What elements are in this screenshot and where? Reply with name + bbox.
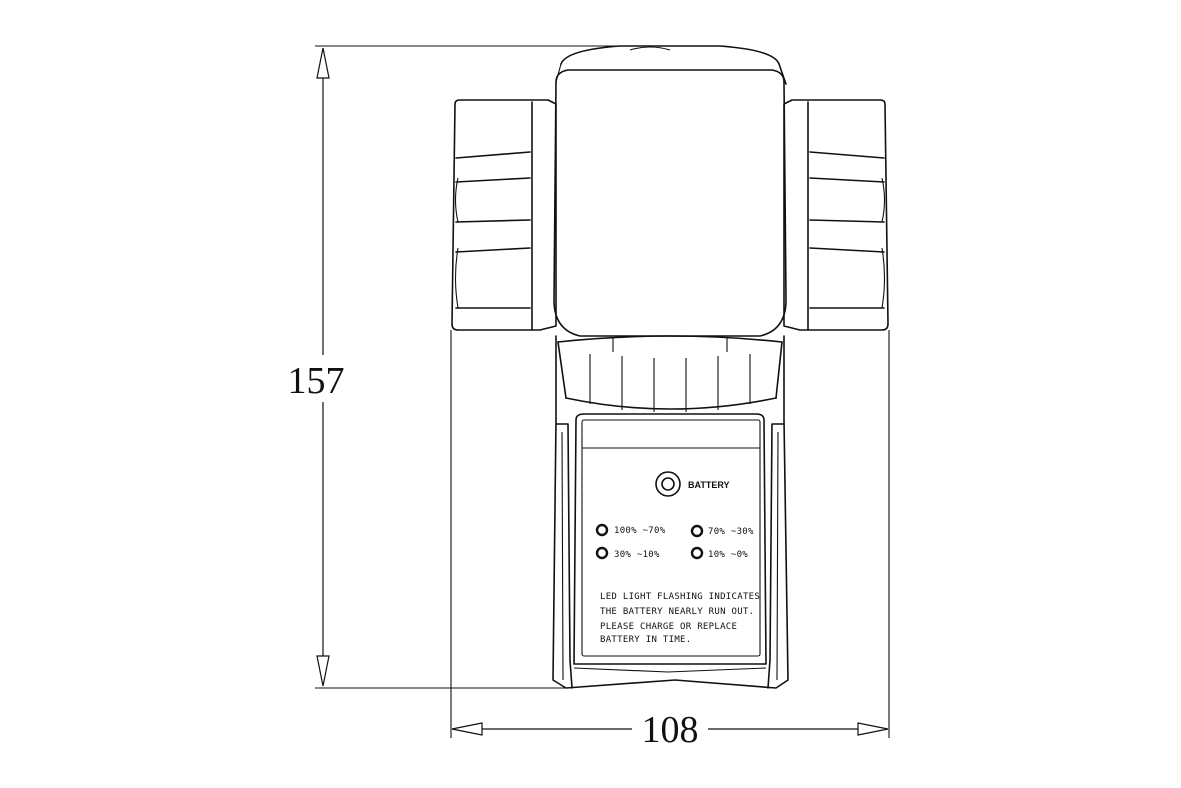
label-panel: BATTERY 100% ~70% 70% ~30% 30% ~10% 10% … xyxy=(573,413,767,673)
battery-label: BATTERY xyxy=(688,480,730,490)
led-indicator-3 xyxy=(595,546,609,560)
main-body xyxy=(552,45,789,689)
notice-line-3: PLEASE CHARGE OR REPLACE xyxy=(600,622,737,632)
height-dimension: 157 xyxy=(288,45,685,689)
notice-line-2: THE BATTERY NEARLY RUN OUT. xyxy=(600,607,754,617)
width-arrow-left xyxy=(451,722,483,736)
width-arrow-right xyxy=(857,722,889,736)
height-arrow-bottom xyxy=(316,655,330,687)
notice-line-4: BATTERY IN TIME. xyxy=(600,635,692,645)
height-arrow-top xyxy=(316,47,330,79)
indicator-label-4: 10% ~0% xyxy=(708,550,748,560)
notice-line-1: LED LIGHT FLASHING INDICATES xyxy=(600,592,760,602)
width-value: 108 xyxy=(642,709,699,751)
led-indicator-4 xyxy=(690,546,704,560)
left-grip xyxy=(451,99,557,331)
indicator-label-2: 70% ~30% xyxy=(708,527,754,537)
indicator-label-3: 30% ~10% xyxy=(614,550,660,560)
battery-button-icon[interactable] xyxy=(655,471,681,497)
width-dimension: 108 xyxy=(450,330,890,751)
side-rails xyxy=(555,423,785,689)
indicator-label-1: 100% ~70% xyxy=(614,526,666,536)
height-value: 157 xyxy=(288,360,345,402)
led-indicator-2 xyxy=(690,524,704,538)
right-grip xyxy=(783,99,889,331)
ribbed-collar xyxy=(557,335,783,412)
led-indicator-1 xyxy=(595,523,609,537)
